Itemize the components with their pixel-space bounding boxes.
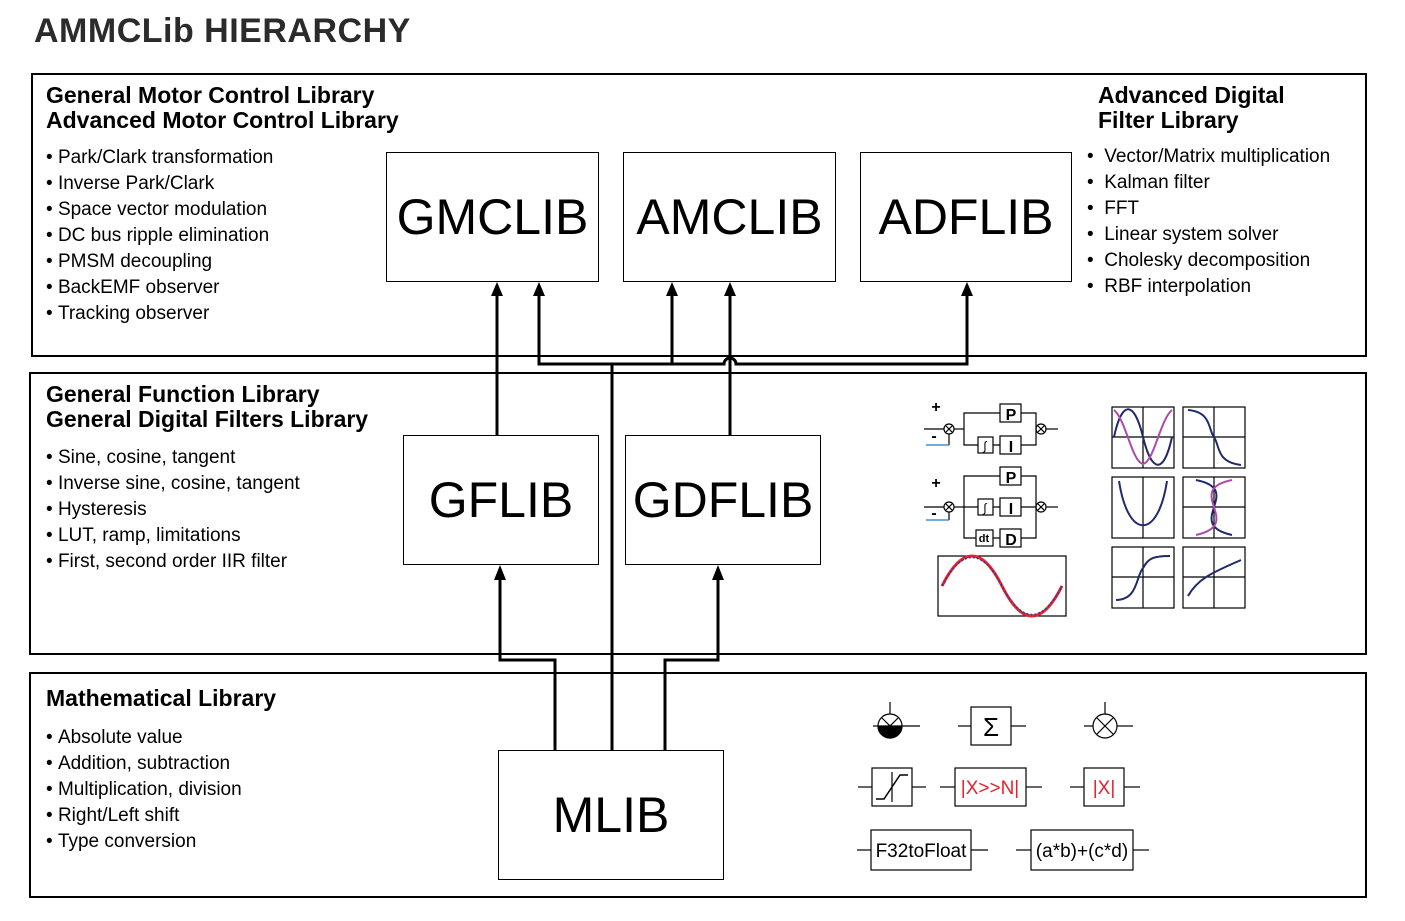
function-heading: General Function Library General Digital… [46,382,368,432]
motor-control-heading: General Motor Control Library Advanced M… [46,83,399,133]
list-item: Linear system solver [1087,222,1330,248]
list-item: Cholesky decomposition [1087,248,1330,274]
gdflib-box: GDFLIB [625,435,821,565]
list-item: Kalman filter [1087,170,1330,196]
list-item: Park/Clark transformation [46,145,273,171]
panel-function [29,372,1367,655]
adflib-heading-line: Advanced Digital [1098,82,1285,108]
mlib-box: MLIB [498,750,724,880]
gmclib-box: GMCLIB [386,152,599,282]
page-title: AMMCLib HIERARCHY [34,12,411,50]
list-item: RBF interpolation [1087,274,1330,300]
list-item: Hysteresis [46,497,300,523]
list-item: BackEMF observer [46,275,273,301]
panel-math [29,672,1367,898]
gmclib-heading: General Motor Control Library [46,82,375,108]
amclib-heading: Advanced Motor Control Library [46,107,399,133]
gflib-box: GFLIB [403,435,599,565]
amclib-box: AMCLIB [623,152,836,282]
list-item: Inverse sine, cosine, tangent [46,471,300,497]
arrow-mlib-gflib [498,580,557,750]
list-item: Type conversion [46,829,242,855]
list-item: Inverse Park/Clark [46,171,273,197]
function-bullets: Sine, cosine, tangent Inverse sine, cosi… [46,445,300,575]
list-item: Absolute value [46,725,242,751]
panel-motor-control [31,73,1367,357]
list-item: Addition, subtraction [46,751,242,777]
list-item: Space vector modulation [46,197,273,223]
mlib-heading: Mathematical Library [46,685,277,711]
list-item: Tracking observer [46,301,273,327]
list-item: Multiplication, division [46,777,242,803]
list-item: FFT [1087,196,1330,222]
motor-control-bullets: Park/Clark transformation Inverse Park/C… [46,145,273,327]
list-item: PMSM decoupling [46,249,273,275]
arrow-mlib-gdflib [663,580,720,750]
list-item: DC bus ripple elimination [46,223,273,249]
list-item: First, second order IIR filter [46,549,300,575]
adflib-heading-line: Filter Library [1098,107,1239,133]
gdflib-heading: General Digital Filters Library [46,406,369,432]
adflib-box: ADFLIB [860,152,1072,282]
arrow-mlib-gmclib [537,296,614,750]
list-item: Vector/Matrix multiplication [1087,144,1330,170]
arrow-mlib-adflib [612,296,969,366]
adflib-bullets: Vector/Matrix multiplication Kalman filt… [1087,144,1330,300]
adflib-heading: Advanced Digital Filter Library [1098,83,1285,133]
list-item: LUT, ramp, limitations [46,523,300,549]
mlib-bullets: Absolute value Addition, subtraction Mul… [46,725,242,855]
gflib-heading: General Function Library [46,381,320,407]
list-item: Right/Left shift [46,803,242,829]
list-item: Sine, cosine, tangent [46,445,300,471]
